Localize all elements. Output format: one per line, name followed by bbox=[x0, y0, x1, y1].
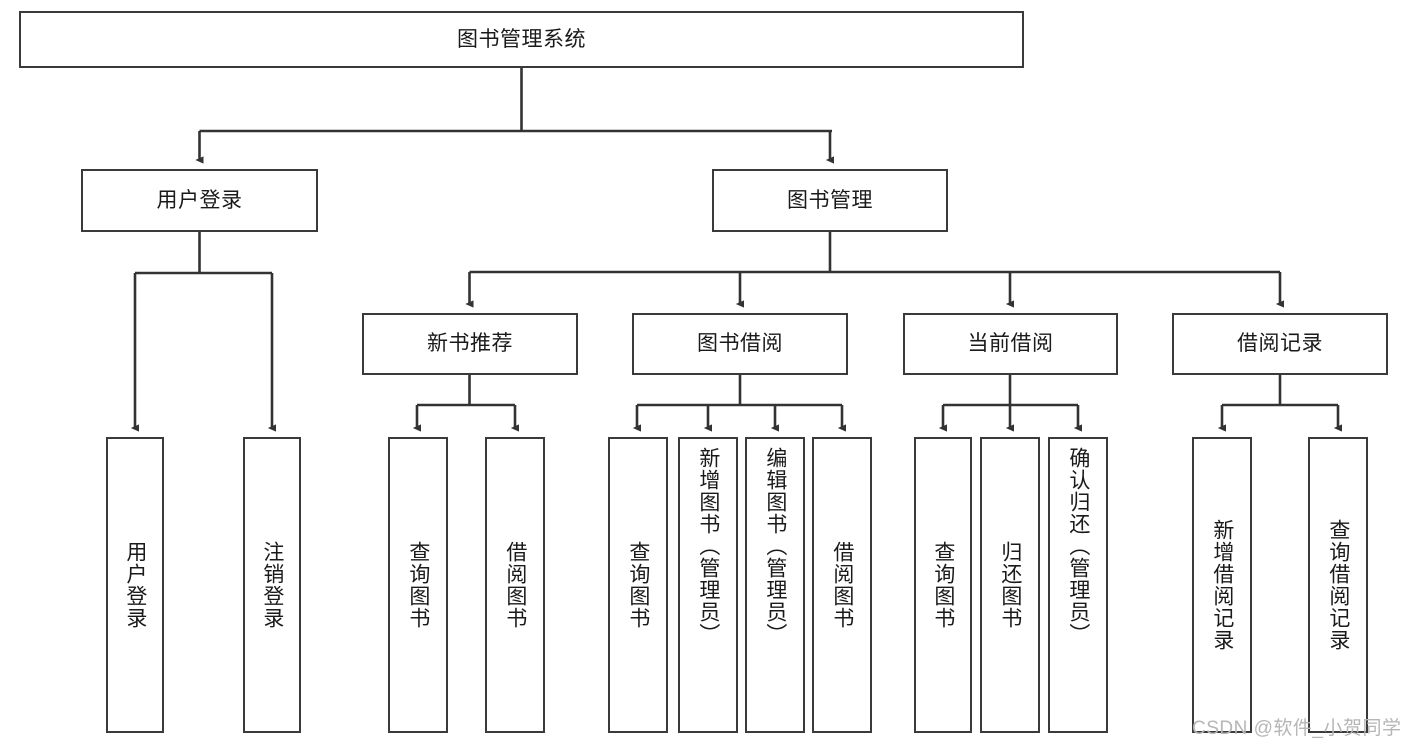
node-leaf-borrow-book-2[interactable]: 借阅图书 bbox=[812, 437, 872, 733]
node-leaf-query-record[interactable]: 查询借阅记录 bbox=[1308, 437, 1368, 733]
node-leaf-add-book[interactable]: 新增图书（管理员） bbox=[678, 437, 738, 733]
node-leaf-query-book-1[interactable]: 查询图书 bbox=[388, 437, 448, 733]
node-root[interactable]: 图书管理系统 bbox=[19, 11, 1024, 68]
node-root-label: 图书管理系统 bbox=[457, 27, 586, 51]
node-leaf-edit-book[interactable]: 编辑图书（管理员） bbox=[745, 437, 805, 733]
node-new-book-recommend[interactable]: 新书推荐 bbox=[362, 313, 578, 375]
csdn-watermark: CSDN @软件_小贺同学 bbox=[1192, 718, 1402, 739]
node-user-login[interactable]: 用户登录 bbox=[81, 169, 318, 232]
node-book-borrow-label: 图书借阅 bbox=[697, 332, 783, 356]
node-current-borrow-label: 当前借阅 bbox=[967, 332, 1054, 356]
node-leaf-edit-book-label: 编辑图书（管理员） bbox=[763, 447, 787, 645]
node-leaf-confirm-return[interactable]: 确认归还（管理员） bbox=[1048, 437, 1108, 733]
node-borrow-records-label: 借阅记录 bbox=[1237, 332, 1323, 356]
node-book-borrow[interactable]: 图书借阅 bbox=[632, 313, 848, 375]
node-leaf-query-book-3-label: 查询图书 bbox=[931, 541, 955, 629]
node-borrow-records[interactable]: 借阅记录 bbox=[1172, 313, 1388, 375]
node-leaf-query-book-1-label: 查询图书 bbox=[406, 541, 430, 629]
node-leaf-query-book-3[interactable]: 查询图书 bbox=[914, 437, 972, 733]
node-book-management[interactable]: 图书管理 bbox=[712, 169, 948, 232]
node-leaf-query-record-label: 查询借阅记录 bbox=[1326, 519, 1350, 651]
node-user-login-label: 用户登录 bbox=[156, 188, 243, 212]
node-leaf-query-book-2[interactable]: 查询图书 bbox=[608, 437, 668, 733]
node-leaf-logout-label: 注销登录 bbox=[260, 541, 284, 629]
node-leaf-add-record[interactable]: 新增借阅记录 bbox=[1192, 437, 1252, 733]
node-leaf-user-login[interactable]: 用户登录 bbox=[106, 437, 164, 733]
node-leaf-add-book-label: 新增图书（管理员） bbox=[696, 447, 720, 645]
node-current-borrow[interactable]: 当前借阅 bbox=[903, 313, 1118, 375]
node-leaf-add-record-label: 新增借阅记录 bbox=[1210, 519, 1234, 651]
node-leaf-confirm-return-label: 确认归还（管理员） bbox=[1066, 447, 1090, 645]
node-leaf-logout[interactable]: 注销登录 bbox=[243, 437, 301, 733]
node-new-book-recommend-label: 新书推荐 bbox=[427, 332, 513, 356]
node-leaf-query-book-2-label: 查询图书 bbox=[626, 541, 650, 629]
node-leaf-borrow-book-1[interactable]: 借阅图书 bbox=[485, 437, 545, 733]
node-leaf-return-book[interactable]: 归还图书 bbox=[980, 437, 1040, 733]
node-book-management-label: 图书管理 bbox=[787, 188, 873, 212]
node-leaf-return-book-label: 归还图书 bbox=[998, 541, 1022, 629]
node-leaf-user-login-label: 用户登录 bbox=[123, 541, 147, 629]
node-leaf-borrow-book-2-label: 借阅图书 bbox=[830, 541, 854, 629]
node-leaf-borrow-book-1-label: 借阅图书 bbox=[503, 541, 527, 629]
